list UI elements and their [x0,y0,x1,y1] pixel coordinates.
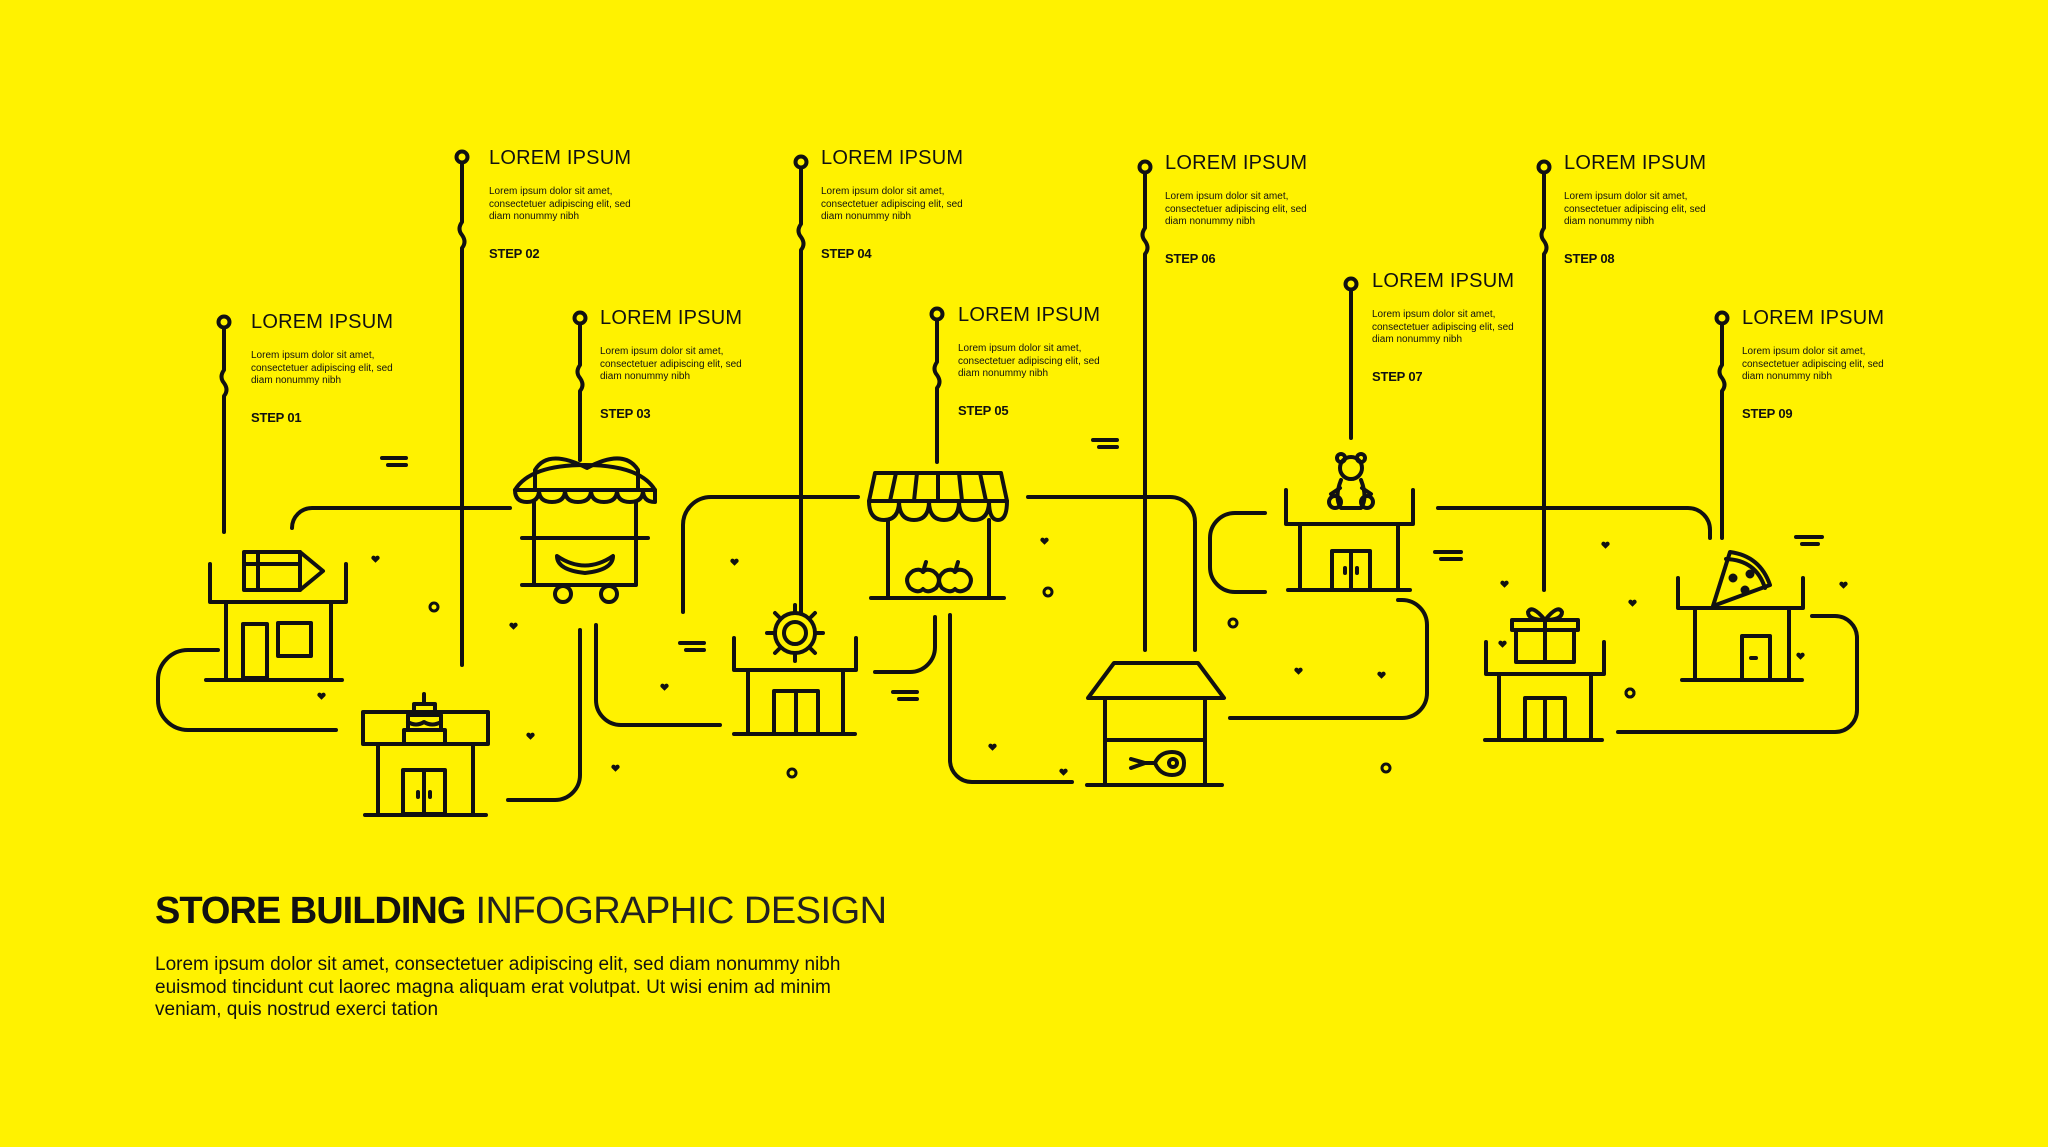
stationery-store-icon [204,550,348,682]
step-09-label: STEP 09 [1742,405,1793,421]
step-08-label: STEP 08 [1564,250,1615,266]
step-03-title: LOREM IPSUM [600,307,743,329]
pin-step-07 [1343,276,1359,440]
fruit-market-icon [867,471,1009,600]
route-line-6 [873,615,937,674]
butcher-shop-icon [1085,661,1226,787]
step-04-block: LOREM IPSUM Lorem ipsum dolor sit amet, … [821,147,1021,261]
step-09-description: Lorem ipsum dolor sit amet, consectetuer… [1742,346,1884,382]
decor-rings [428,586,1636,779]
step-07-description: Lorem ipsum dolor sit amet, consectetuer… [1372,309,1514,345]
step-07-title: LOREM IPSUM [1372,270,1515,292]
step-06-description: Lorem ipsum dolor sit amet, consectetuer… [1165,191,1307,227]
step-06-label: STEP 06 [1165,250,1216,266]
route-line-10 [1228,598,1429,720]
step-01-title: LOREM IPSUM [251,311,394,333]
title-bold: STORE BUILDING [155,890,466,932]
step-01-label: STEP 01 [251,409,302,425]
route-line-2 [290,506,512,530]
step-09-block: LOREM IPSUM Lorem ipsum dolor sit amet, … [1742,307,1942,421]
pin-step-05 [929,306,945,464]
step-07-block: LOREM IPSUM Lorem ipsum dolor sit amet, … [1372,270,1572,384]
route-line-3 [506,628,582,802]
route-line-5 [681,495,860,614]
pizza-shop-icon [1676,550,1805,682]
cake-shop-icon [361,692,490,817]
decor-dashes [380,438,1824,701]
step-04-description: Lorem ipsum dolor sit amet, consectetuer… [821,186,963,222]
hotdog-cart-icon [513,456,657,604]
step-03-label: STEP 03 [600,405,651,421]
step-03-block: LOREM IPSUM Lorem ipsum dolor sit amet, … [600,307,800,421]
step-02-block: LOREM IPSUM Lorem ipsum dolor sit amet, … [489,147,689,261]
step-07-label: STEP 07 [1372,368,1423,384]
step-05-title: LOREM IPSUM [958,304,1101,326]
step-03-description: Lorem ipsum dolor sit amet, consectetuer… [600,346,742,382]
step-08-title: LOREM IPSUM [1564,152,1707,174]
route-line-8 [1026,495,1197,652]
step-02-description: Lorem ipsum dolor sit amet, consectetuer… [489,186,631,222]
decor-hearts [317,537,1848,776]
toy-store-icon [1284,452,1415,592]
route-line-7 [948,613,1074,784]
route-line-11 [1436,506,1712,540]
hardware-store-icon [732,603,858,736]
step-09-title: LOREM IPSUM [1742,307,1885,329]
pin-step-08 [1536,159,1552,592]
step-02-title: LOREM IPSUM [489,147,632,169]
step-05-description: Lorem ipsum dolor sit amet, consectetuer… [958,343,1100,379]
step-06-block: LOREM IPSUM Lorem ipsum dolor sit amet, … [1165,152,1365,266]
gift-shop-icon [1483,607,1606,742]
title-light: INFOGRAPHIC DESIGN [475,890,887,932]
step-08-description: Lorem ipsum dolor sit amet, consectetuer… [1564,191,1706,227]
pin-step-03 [572,310,588,462]
step-05-block: LOREM IPSUM Lorem ipsum dolor sit amet, … [958,304,1158,418]
step-04-label: STEP 04 [821,245,872,261]
step-01-description: Lorem ipsum dolor sit amet, consectetuer… [251,350,393,386]
step-06-title: LOREM IPSUM [1165,152,1308,174]
pin-step-01 [216,314,232,534]
route-line-12 [1616,614,1859,734]
step-05-label: STEP 05 [958,402,1009,418]
step-02-label: STEP 02 [489,245,540,261]
route-line-9 [1208,511,1267,594]
route-line-1 [156,648,338,732]
step-04-title: LOREM IPSUM [821,147,964,169]
step-01-block: LOREM IPSUM Lorem ipsum dolor sit amet, … [251,311,451,425]
pin-step-02 [454,149,470,667]
pin-step-09 [1714,310,1730,540]
description-paragraph: Lorem ipsum dolor sit amet, consectetuer… [155,954,841,1020]
route-line-4 [594,623,722,727]
pin-step-04 [793,154,809,614]
pin-step-06 [1137,159,1153,652]
step-08-block: LOREM IPSUM Lorem ipsum dolor sit amet, … [1564,152,1764,266]
